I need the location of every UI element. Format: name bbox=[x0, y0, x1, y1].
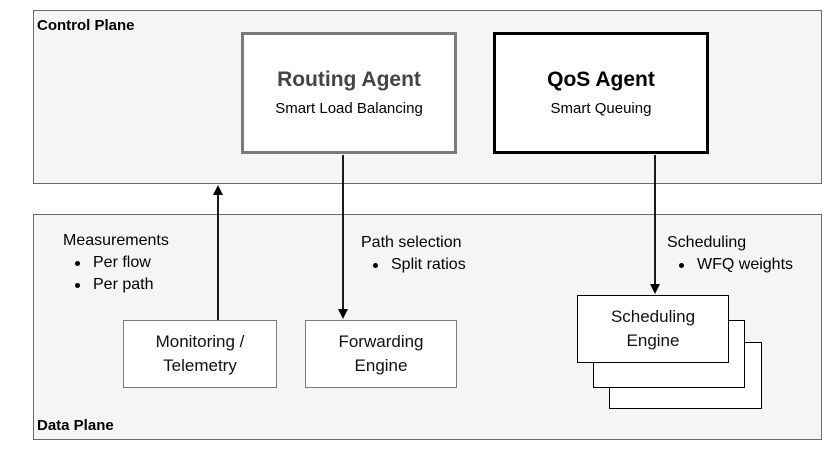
routing-agent-box: Routing Agent Smart Load Balancing bbox=[241, 32, 457, 154]
scheduling-list: WFQ weights bbox=[667, 254, 793, 276]
scheduling-label-line2: Engine bbox=[626, 331, 680, 350]
measurements-heading: Measurements bbox=[63, 232, 169, 249]
forwarding-label-line2: Engine bbox=[354, 356, 408, 375]
measurements-list: Per flow Per path bbox=[63, 252, 169, 296]
path-selection-heading: Path selection bbox=[361, 234, 462, 251]
qos-agent-subtitle: Smart Queuing bbox=[550, 100, 652, 117]
path-selection-list: Split ratios bbox=[361, 254, 466, 276]
routing-agent-subtitle: Smart Load Balancing bbox=[275, 100, 423, 117]
forwarding-label-line1: Forwarding bbox=[338, 332, 424, 351]
control-plane-label: Control Plane bbox=[37, 17, 135, 34]
scheduling-engine-box: Scheduling Engine bbox=[577, 295, 729, 363]
qos-agent-box: QoS Agent Smart Queuing bbox=[493, 32, 709, 154]
monitoring-label-line1: Monitoring / bbox=[155, 332, 245, 351]
measurements-item-per-flow: Per flow bbox=[63, 252, 169, 274]
scheduling-heading: Scheduling bbox=[667, 234, 747, 251]
scheduling-item-wfq-weights: WFQ weights bbox=[667, 254, 793, 276]
scheduling-label-line1: Scheduling bbox=[610, 307, 696, 326]
measurements-annotation: Measurements Per flow Per path bbox=[63, 230, 169, 296]
forwarding-engine-box: Forwarding Engine bbox=[305, 320, 457, 388]
routing-agent-title: Routing Agent bbox=[277, 68, 421, 91]
qos-agent-title: QoS Agent bbox=[547, 68, 655, 91]
path-selection-item-split-ratios: Split ratios bbox=[361, 254, 466, 276]
monitoring-telemetry-box: Monitoring / Telemetry bbox=[123, 320, 277, 388]
monitoring-label-line2: Telemetry bbox=[163, 356, 237, 375]
measurements-item-per-path: Per path bbox=[63, 274, 169, 296]
scheduling-annotation: Scheduling WFQ weights bbox=[667, 232, 793, 276]
data-plane-label: Data Plane bbox=[37, 417, 114, 434]
path-selection-annotation: Path selection Split ratios bbox=[361, 232, 466, 276]
